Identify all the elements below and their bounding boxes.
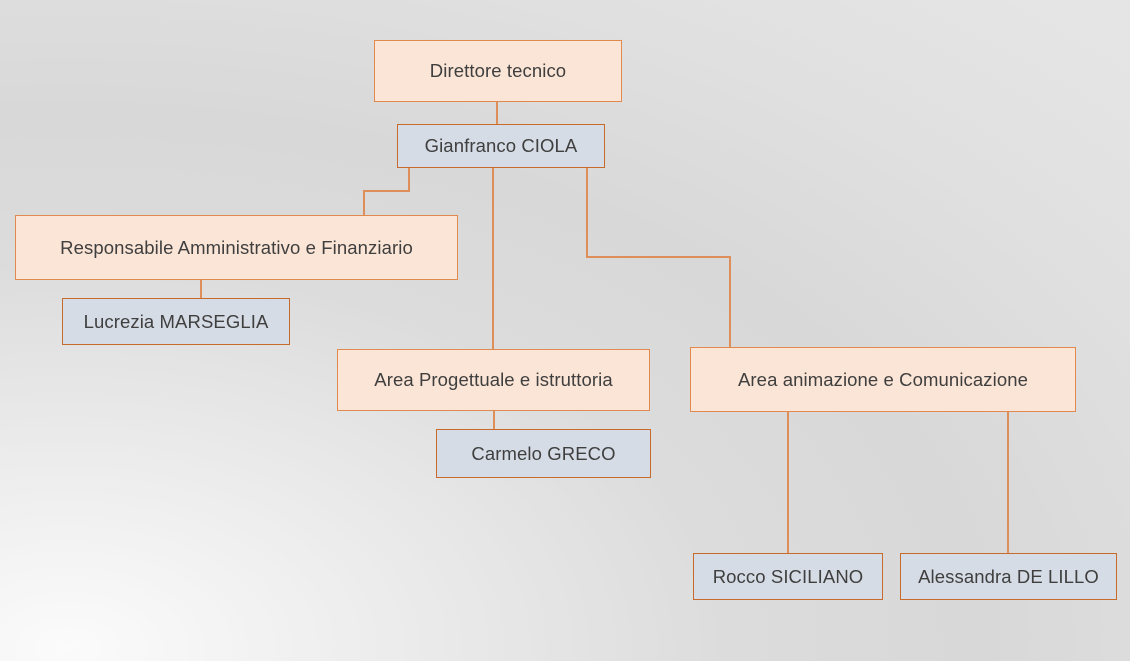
connector-root-to-director-name: [496, 102, 498, 124]
org-node-carmelo-greco: Carmelo GRECO: [436, 429, 651, 478]
org-node-gianfranco-ciola: Gianfranco CIOLA: [397, 124, 605, 168]
connector-director-to-communication-segment-2: [586, 256, 731, 258]
org-node-rocco-siciliano: Rocco SICILIANO: [693, 553, 883, 600]
connector-director-to-admin-segment-2: [363, 190, 410, 192]
org-node-lucrezia-marseglia: Lucrezia MARSEGLIA: [62, 298, 290, 345]
org-node-responsabile-amministrativo: Responsabile Amministrativo e Finanziari…: [15, 215, 458, 280]
connector-director-to-communication-segment-1: [586, 168, 588, 258]
connector-project-area-to-member: [493, 411, 495, 429]
connector-director-to-admin-segment-1: [408, 168, 410, 192]
org-node-direttore-tecnico: Direttore tecnico: [374, 40, 622, 102]
connector-communication-to-member-1: [787, 412, 789, 553]
connector-admin-to-member: [200, 280, 202, 298]
connector-communication-to-member-2: [1007, 412, 1009, 553]
connector-director-to-project-area: [492, 168, 494, 349]
connector-director-to-admin-segment-3: [363, 190, 365, 215]
org-node-area-animazione: Area animazione e Comunicazione: [690, 347, 1076, 412]
org-node-alessandra-de-lillo: Alessandra DE LILLO: [900, 553, 1117, 600]
connector-director-to-communication-segment-3: [729, 256, 731, 347]
org-node-area-progettuale: Area Progettuale e istruttoria: [337, 349, 650, 411]
